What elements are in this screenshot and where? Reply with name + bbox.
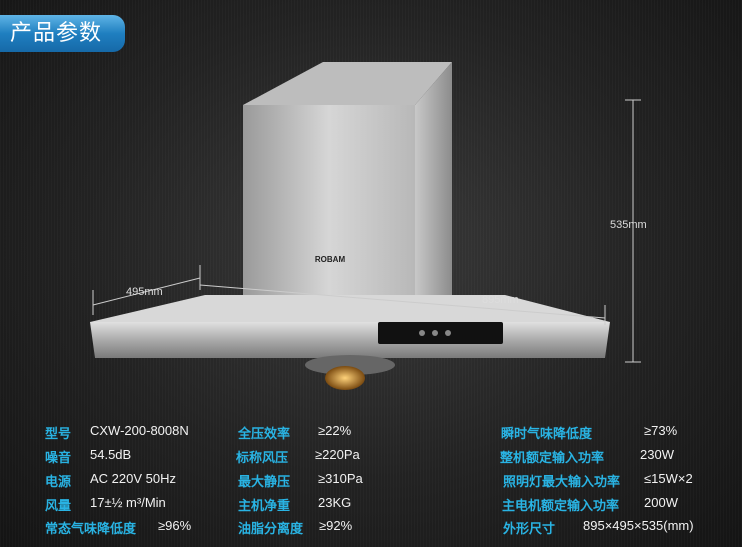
- spec-value: 200W: [644, 495, 678, 510]
- spec-label: 照明灯最大输入功率: [503, 475, 621, 490]
- spec-label: 型号: [45, 427, 72, 442]
- canopy-front: [90, 322, 610, 358]
- spec-label: 瞬时气味降低度: [501, 427, 593, 442]
- fan-grille: [305, 355, 395, 375]
- spec-label: 整机额定输入功率: [500, 451, 605, 466]
- spec-label: 标称风压: [236, 451, 289, 466]
- spec-value: ≥96%: [158, 518, 192, 533]
- spec-label: 全压效率: [238, 427, 291, 442]
- spec-value: AC 220V 50Hz: [90, 471, 176, 486]
- dimension-lines: [92, 99, 641, 363]
- lamp: [325, 366, 365, 390]
- spec-label: 电源: [45, 475, 72, 490]
- spec-value: ≥92%: [319, 518, 353, 533]
- spec-value: 23KG: [318, 495, 352, 510]
- spec-value: 54.5dB: [90, 447, 132, 462]
- section-title-tab: 产品参数: [0, 15, 125, 52]
- spec-label: 主电机额定输入功率: [502, 499, 620, 514]
- spec-value: ≥22%: [318, 423, 352, 438]
- chimney-side: [415, 62, 452, 298]
- width-dimension: 895mm: [482, 294, 519, 306]
- range-hood-image: ROBAM: [90, 62, 641, 390]
- canopy-top: [90, 295, 610, 322]
- spec-value: 17±½ m³/Min: [90, 495, 166, 510]
- spec-value: ≥220Pa: [315, 447, 360, 462]
- height-dimension: 535mm: [610, 219, 647, 231]
- spec-label: 油脂分离度: [238, 522, 304, 537]
- brand-logo: ROBAM: [315, 255, 346, 264]
- spec-label: 最大静压: [238, 475, 291, 490]
- spec-value: 230W: [640, 447, 674, 462]
- spec-value: ≥73%: [644, 423, 678, 438]
- depth-dimension: 495mm: [126, 286, 163, 298]
- spec-label: 风量: [45, 499, 72, 514]
- spec-label: 主机净重: [238, 499, 291, 514]
- spec-label: 常态气味降低度: [45, 522, 137, 537]
- control-panel: [378, 322, 503, 344]
- chimney-top: [243, 62, 452, 105]
- spec-value: CXW-200-8008N: [90, 423, 189, 438]
- spec-value: ≥310Pa: [318, 471, 363, 486]
- chimney-front: [243, 105, 415, 298]
- spec-label: 外形尺寸: [503, 522, 556, 537]
- spec-label: 噪音: [45, 451, 72, 466]
- spec-value: ≤15W×2: [644, 471, 693, 486]
- spec-value: 895×495×535(mm): [583, 518, 694, 533]
